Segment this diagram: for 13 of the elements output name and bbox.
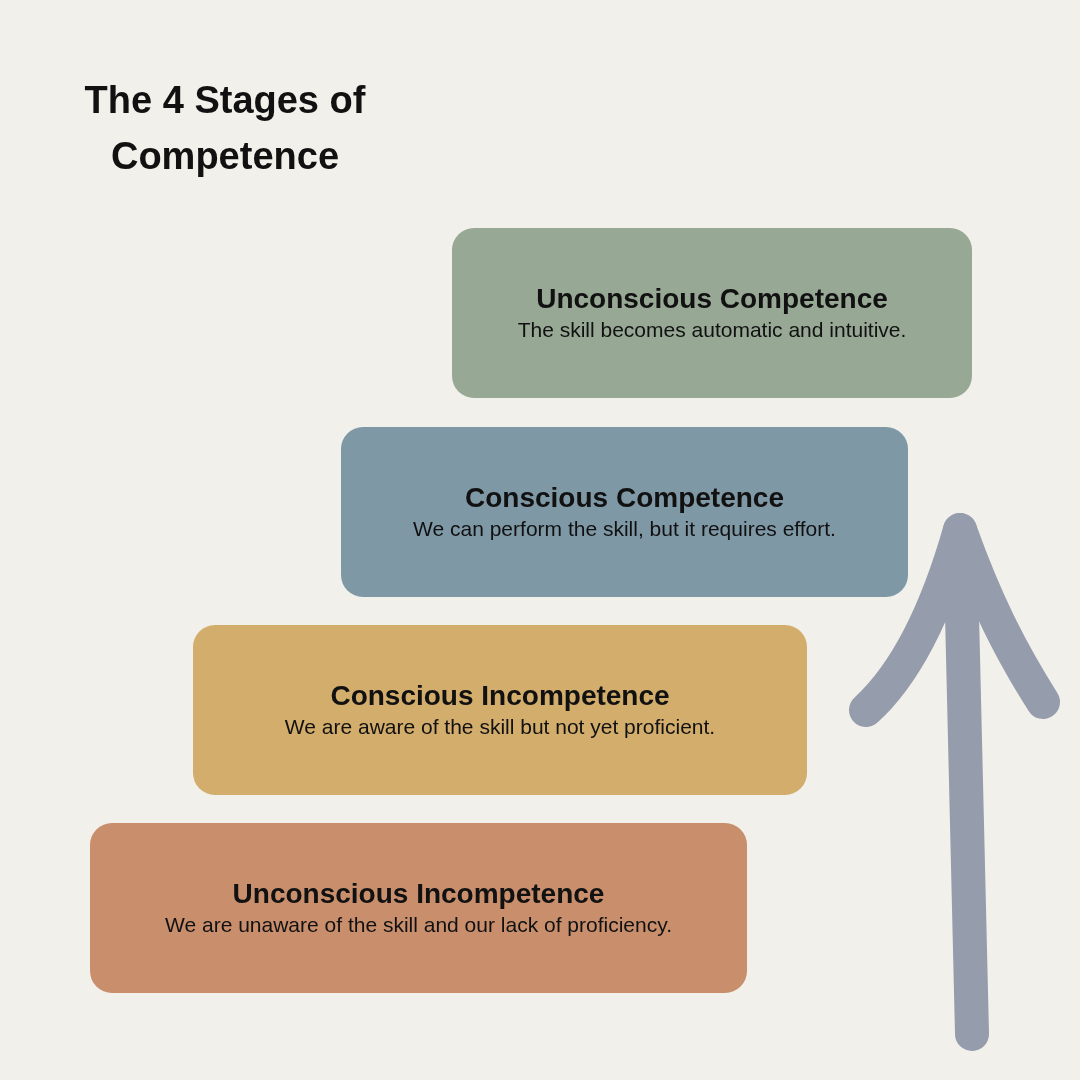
stage-heading: Unconscious Incompetence bbox=[232, 877, 605, 911]
stage-description: The skill becomes automatic and intuitive. bbox=[517, 317, 907, 343]
stage-box bbox=[193, 625, 807, 795]
title: The 4 Stages of Competence bbox=[83, 78, 367, 179]
stage-box bbox=[452, 228, 972, 398]
stage-heading: Conscious Competence bbox=[465, 481, 784, 515]
stage-description: We are aware of the skill but not yet proficient. bbox=[284, 714, 716, 740]
stage-description: We are unaware of the skill and our lack of proficiency. bbox=[165, 912, 672, 938]
stage-heading: Unconscious Competence bbox=[536, 282, 888, 316]
stage-heading: Conscious Incompetence bbox=[330, 679, 670, 713]
stage-box bbox=[90, 823, 747, 993]
stage-box bbox=[341, 427, 908, 597]
stage-description: We can perform the skill, but it requires effort. bbox=[413, 516, 836, 542]
